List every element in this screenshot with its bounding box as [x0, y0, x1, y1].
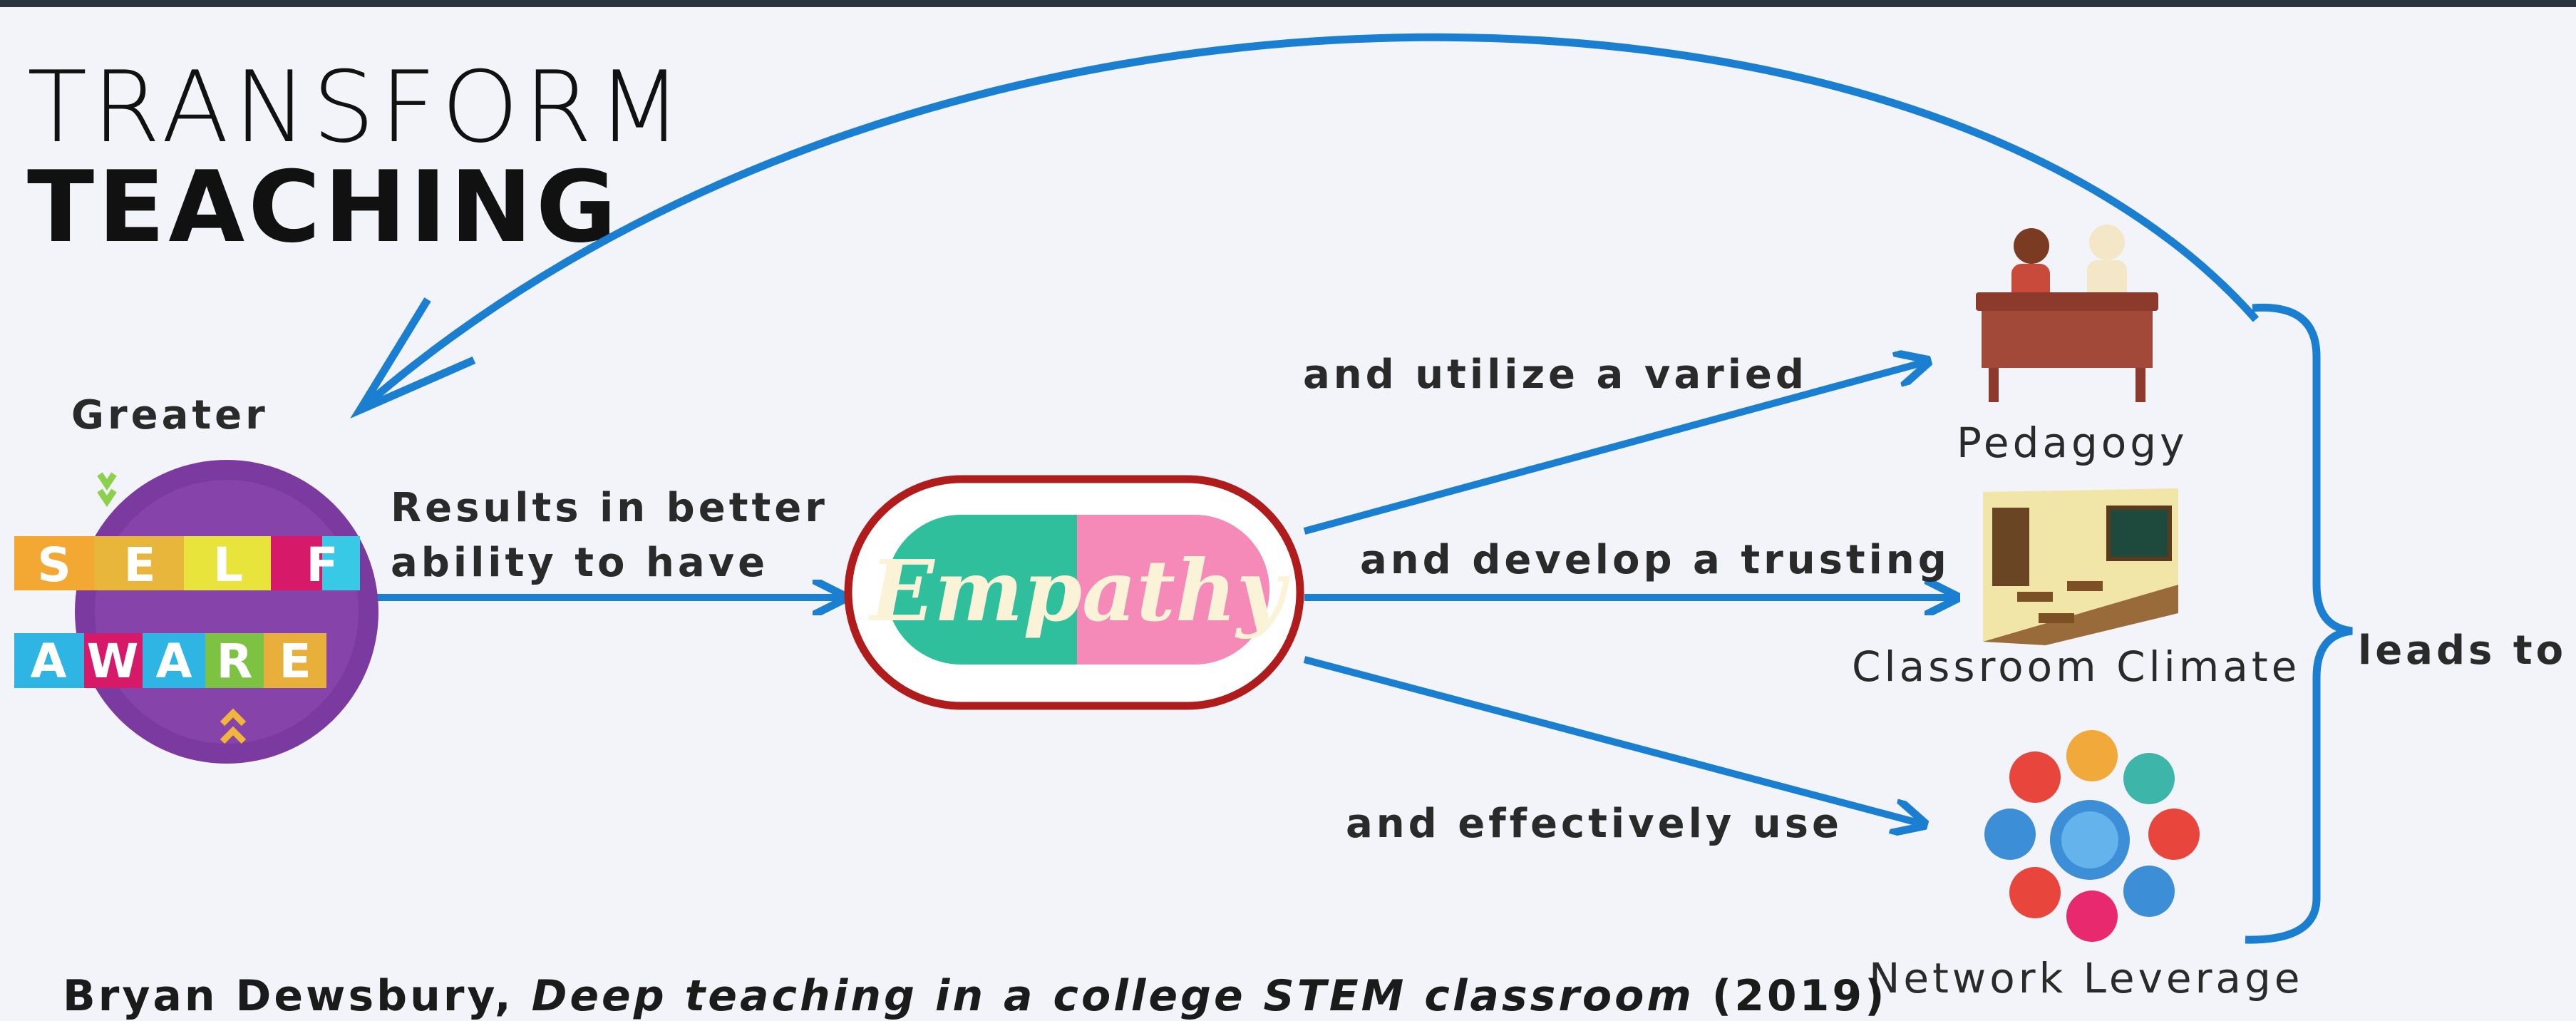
classroom-illustration — [1983, 488, 2178, 645]
citation: Bryan Dewsbury, Deep teaching in a colle… — [63, 971, 1887, 1021]
pedagogy-illustration — [1976, 225, 2158, 402]
results-label-line-2: ability to have — [391, 540, 769, 586]
leads-to-label: leads to — [2358, 627, 2567, 674]
greater-label: Greater — [71, 392, 269, 438]
utilize-label: and utilize a varied — [1303, 352, 1808, 398]
right-curly-brace — [2245, 303, 2353, 944]
empathy-text: Empathy — [868, 541, 1291, 640]
self-aware-badge — [14, 460, 378, 764]
effectively-label: and effectively use — [1346, 801, 1843, 847]
aware-letter-4: R — [217, 634, 253, 689]
feedback-arc-arrow — [357, 33, 2260, 414]
self-letter-2: E — [123, 538, 155, 592]
results-label-line-1: Results in better — [391, 485, 828, 531]
network-leverage-caption: Network Leverage — [1869, 954, 2304, 1002]
aware-letter-3: A — [155, 634, 192, 689]
citation-work: Deep teaching in a college STEM classroo… — [531, 971, 1694, 1021]
trusting-label: and develop a trusting — [1360, 537, 1950, 583]
self-letter-3: L — [213, 538, 243, 592]
feedback-arrowhead — [350, 297, 476, 419]
self-aware-letters: S E L F A W A R E — [30, 538, 338, 689]
self-letter-1: S — [37, 538, 71, 592]
top-bar — [0, 0, 2576, 7]
self-letter-4: F — [306, 538, 338, 592]
aware-letter-2: W — [87, 634, 139, 689]
arrow-to-network — [1303, 656, 1921, 824]
pedagogy-caption: Pedagogy — [1957, 419, 2188, 467]
network-illustration — [1984, 730, 2200, 942]
classroom-climate-caption: Classroom Climate — [1852, 642, 2301, 691]
aware-letter-1: A — [30, 634, 66, 689]
citation-author: Bryan Dewsbury, — [63, 971, 514, 1021]
title-line-1: TRANSFORM — [27, 50, 687, 165]
arrow-to-pedagogy — [1303, 362, 1925, 535]
aware-letter-5: E — [279, 634, 311, 689]
title-line-2: TEACHING — [27, 150, 621, 265]
empathy-pill: Empathy — [844, 475, 1304, 710]
citation-year: (2019) — [1711, 971, 1887, 1021]
